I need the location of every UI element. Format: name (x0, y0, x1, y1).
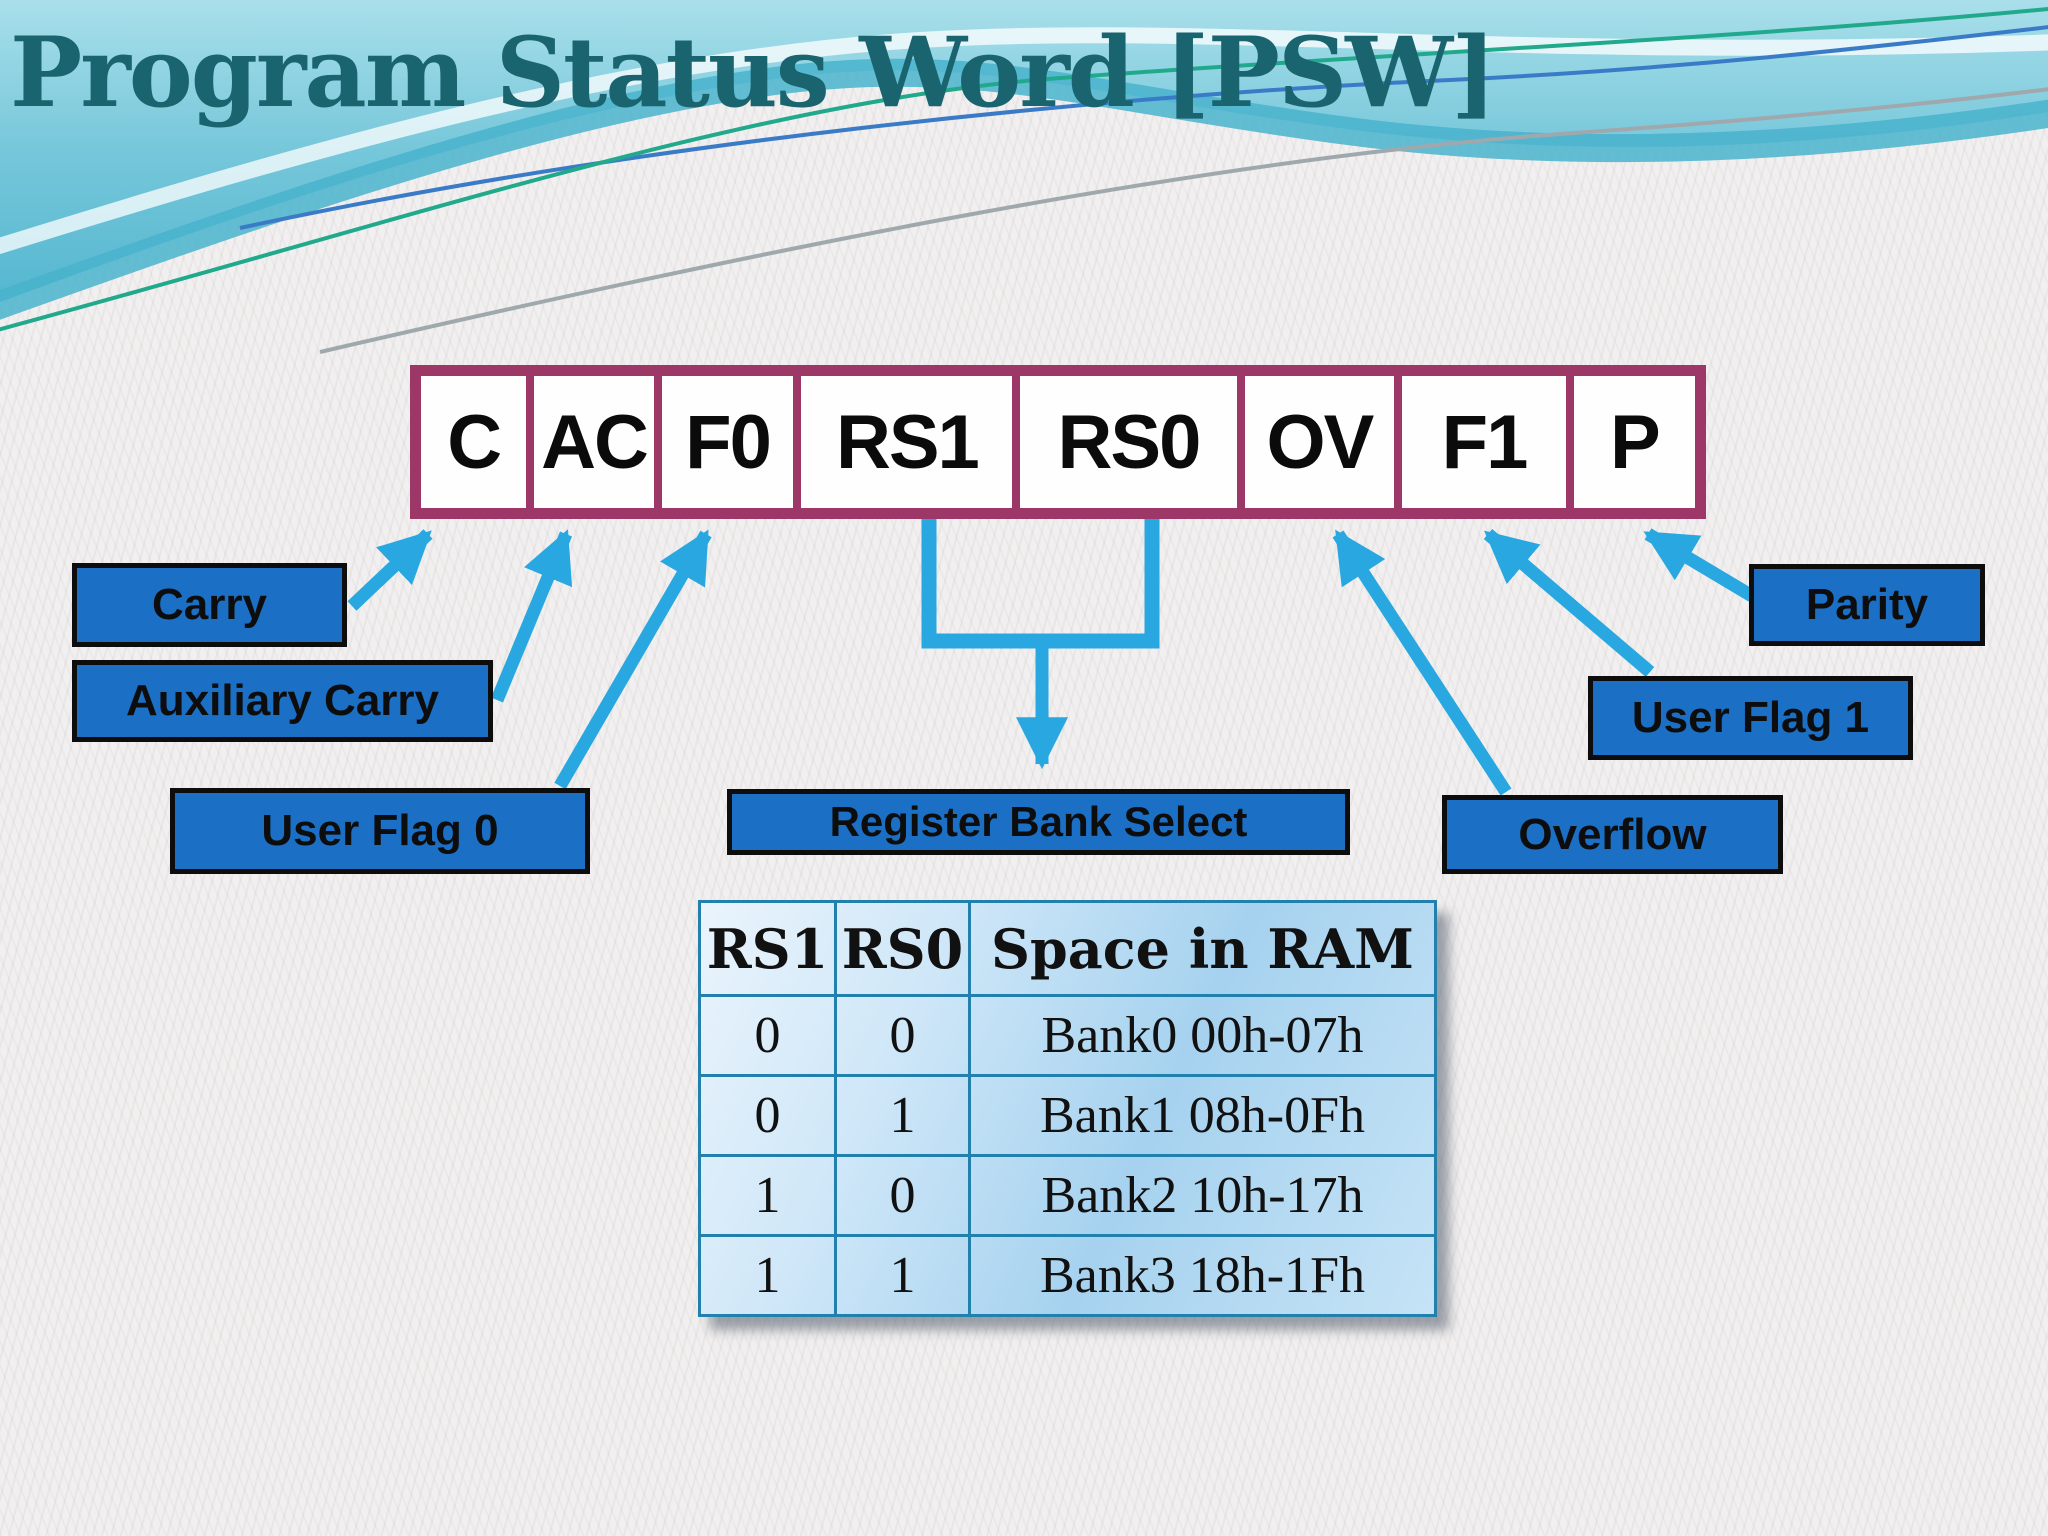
label-parity: Parity (1749, 564, 1985, 646)
header-wave (0, 0, 2048, 354)
table-row: 0 0 Bank0 00h-07h (698, 994, 1437, 1077)
table-row: 0 1 Bank1 08h-0Fh (698, 1074, 1437, 1157)
page-title: Program Status Word [PSW] (10, 16, 1496, 129)
arrow-parity (1643, 528, 1756, 602)
register-cell-rs0: RS0 (1020, 376, 1237, 508)
arrow-carry (347, 529, 433, 611)
table-header-rs0: RS0 (834, 900, 971, 997)
label-auxiliary-carry: Auxiliary Carry (72, 660, 493, 742)
bracket-rs-bits (921, 518, 1160, 649)
register-cell-rs1: RS1 (801, 376, 1013, 508)
label-user-flag-1: User Flag 1 (1588, 676, 1913, 760)
table-cell: Bank0 00h-07h (968, 994, 1437, 1077)
arrow-overflow (1332, 529, 1512, 796)
wave-line-green (0, 6, 2048, 332)
table-cell: 0 (698, 994, 837, 1077)
table-cell: 1 (834, 1234, 971, 1317)
table-cell: 1 (698, 1234, 837, 1317)
bank-table: RS1 RS0 Space in RAM 0 0 Bank0 00h-07h 0… (698, 900, 1437, 1317)
table-row: 1 1 Bank3 18h-1Fh (698, 1234, 1437, 1317)
table-cell: 0 (834, 994, 971, 1077)
arrow-auxiliary-carry (490, 529, 573, 703)
label-register-bank-select: Register Bank Select (727, 789, 1350, 855)
table-header-rs1: RS1 (698, 900, 837, 997)
table-cell: 1 (698, 1154, 837, 1237)
label-carry: Carry (72, 563, 347, 647)
bank-table-wrap: RS1 RS0 Space in RAM 0 0 Bank0 00h-07h 0… (698, 900, 1437, 1317)
register-cell-c: C (421, 376, 527, 508)
register-cell-ov: OV (1244, 376, 1395, 508)
wave-line-gray (319, 87, 2048, 354)
table-cell: Bank1 08h-0Fh (968, 1074, 1437, 1157)
arrow-user-flag-1 (1483, 529, 1655, 677)
table-header-ram: Space in RAM (968, 900, 1437, 997)
table-header-row: RS1 RS0 Space in RAM (698, 900, 1437, 997)
register-cell-ac: AC (534, 376, 654, 508)
register-cell-f0: F0 (661, 376, 794, 508)
label-user-flag-0: User Flag 0 (170, 788, 590, 874)
psw-register: C AC F0 RS1 RS0 OV F1 P (410, 365, 1706, 519)
table-cell: Bank2 10h-17h (968, 1154, 1437, 1237)
table-cell: 0 (834, 1154, 971, 1237)
register-cell-p: P (1573, 376, 1695, 508)
label-overflow: Overflow (1442, 795, 1783, 874)
wave-white-highlight (0, 27, 2048, 255)
arrow-user-flag-0 (554, 529, 712, 790)
table-cell: 1 (834, 1074, 971, 1157)
register-cell-f1: F1 (1402, 376, 1566, 508)
table-row: 1 0 Bank2 10h-17h (698, 1154, 1437, 1237)
table-cell: Bank3 18h-1Fh (968, 1234, 1437, 1317)
table-cell: 0 (698, 1074, 837, 1157)
